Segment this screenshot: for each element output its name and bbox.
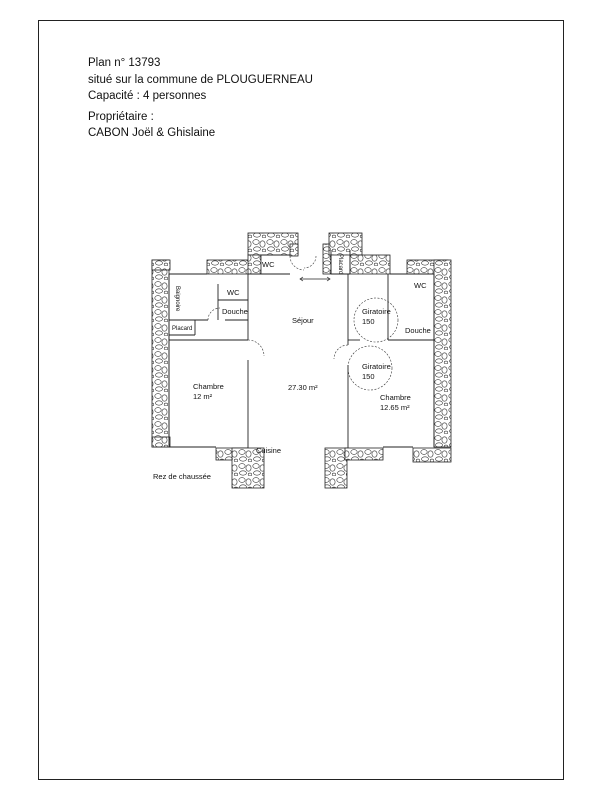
label-baignoire: Baignoire bbox=[174, 286, 180, 312]
label-giratoire-2-size: 150 bbox=[362, 372, 375, 381]
wall-right bbox=[433, 259, 452, 448]
label-douche-left: Douche bbox=[222, 307, 248, 316]
label-wc-left: WC bbox=[227, 288, 240, 297]
label-chambre-left-area: 12 m² bbox=[193, 392, 213, 401]
owner-label: Propriétaire : bbox=[88, 110, 154, 123]
label-chambre-right-area: 12.65 m² bbox=[380, 403, 410, 412]
door-swings bbox=[207, 255, 399, 391]
label-chambre-right: Chambre bbox=[380, 393, 411, 402]
wall-bottom-right-block bbox=[324, 447, 348, 489]
wall-top-right bbox=[349, 254, 391, 275]
plan-number: Plan n° 13793 bbox=[88, 57, 161, 69]
label-wc-right: WC bbox=[414, 281, 427, 290]
wall-left bbox=[151, 259, 170, 448]
label-giratoire-1: Giratoire bbox=[362, 307, 391, 316]
giratoire-circle-2 bbox=[347, 345, 393, 391]
wall-top-left bbox=[206, 259, 251, 275]
label-wc-top: WC bbox=[262, 260, 275, 269]
wall-top-block-right bbox=[328, 232, 363, 256]
page-frame bbox=[38, 20, 564, 780]
label-sejour: Séjour bbox=[292, 316, 314, 325]
label-placard-top: Placard bbox=[337, 254, 343, 274]
label-placard-left: Placard bbox=[172, 326, 192, 332]
window-arrow bbox=[299, 276, 331, 282]
label-cuisine: Cuisine bbox=[256, 446, 281, 455]
wall-bottom-right-corner bbox=[412, 447, 452, 463]
label-sejour-area: 27.30 m² bbox=[288, 383, 318, 392]
wall-top-block-left-side bbox=[247, 254, 262, 275]
giratoire-circle-1 bbox=[353, 297, 399, 343]
wall-top-door-left bbox=[289, 243, 299, 257]
stone-walls bbox=[151, 232, 452, 489]
label-level: Rez de chaussée bbox=[153, 472, 211, 481]
plan-header: Plan n° 13793 situé sur la commune de PL… bbox=[88, 55, 313, 142]
wall-bottom-left-block bbox=[231, 447, 265, 489]
label-chambre-left: Chambre bbox=[193, 382, 224, 391]
wall-bottom-right bbox=[344, 447, 384, 461]
plan-capacity: Capacité : 4 personnes bbox=[88, 90, 207, 102]
wall-left-top bbox=[151, 259, 171, 271]
interior-walls bbox=[168, 250, 435, 448]
label-douche-right: Douche bbox=[405, 326, 431, 335]
plan-location: situé sur la commune de PLOUGUERNEAU bbox=[88, 73, 313, 86]
wall-bottom-left-corner bbox=[151, 436, 171, 448]
label-giratoire-2: Giratoire bbox=[362, 362, 391, 371]
label-giratoire-1-size: 150 bbox=[362, 317, 375, 326]
owner-name: CABON Joël & Ghislaine bbox=[88, 127, 216, 139]
